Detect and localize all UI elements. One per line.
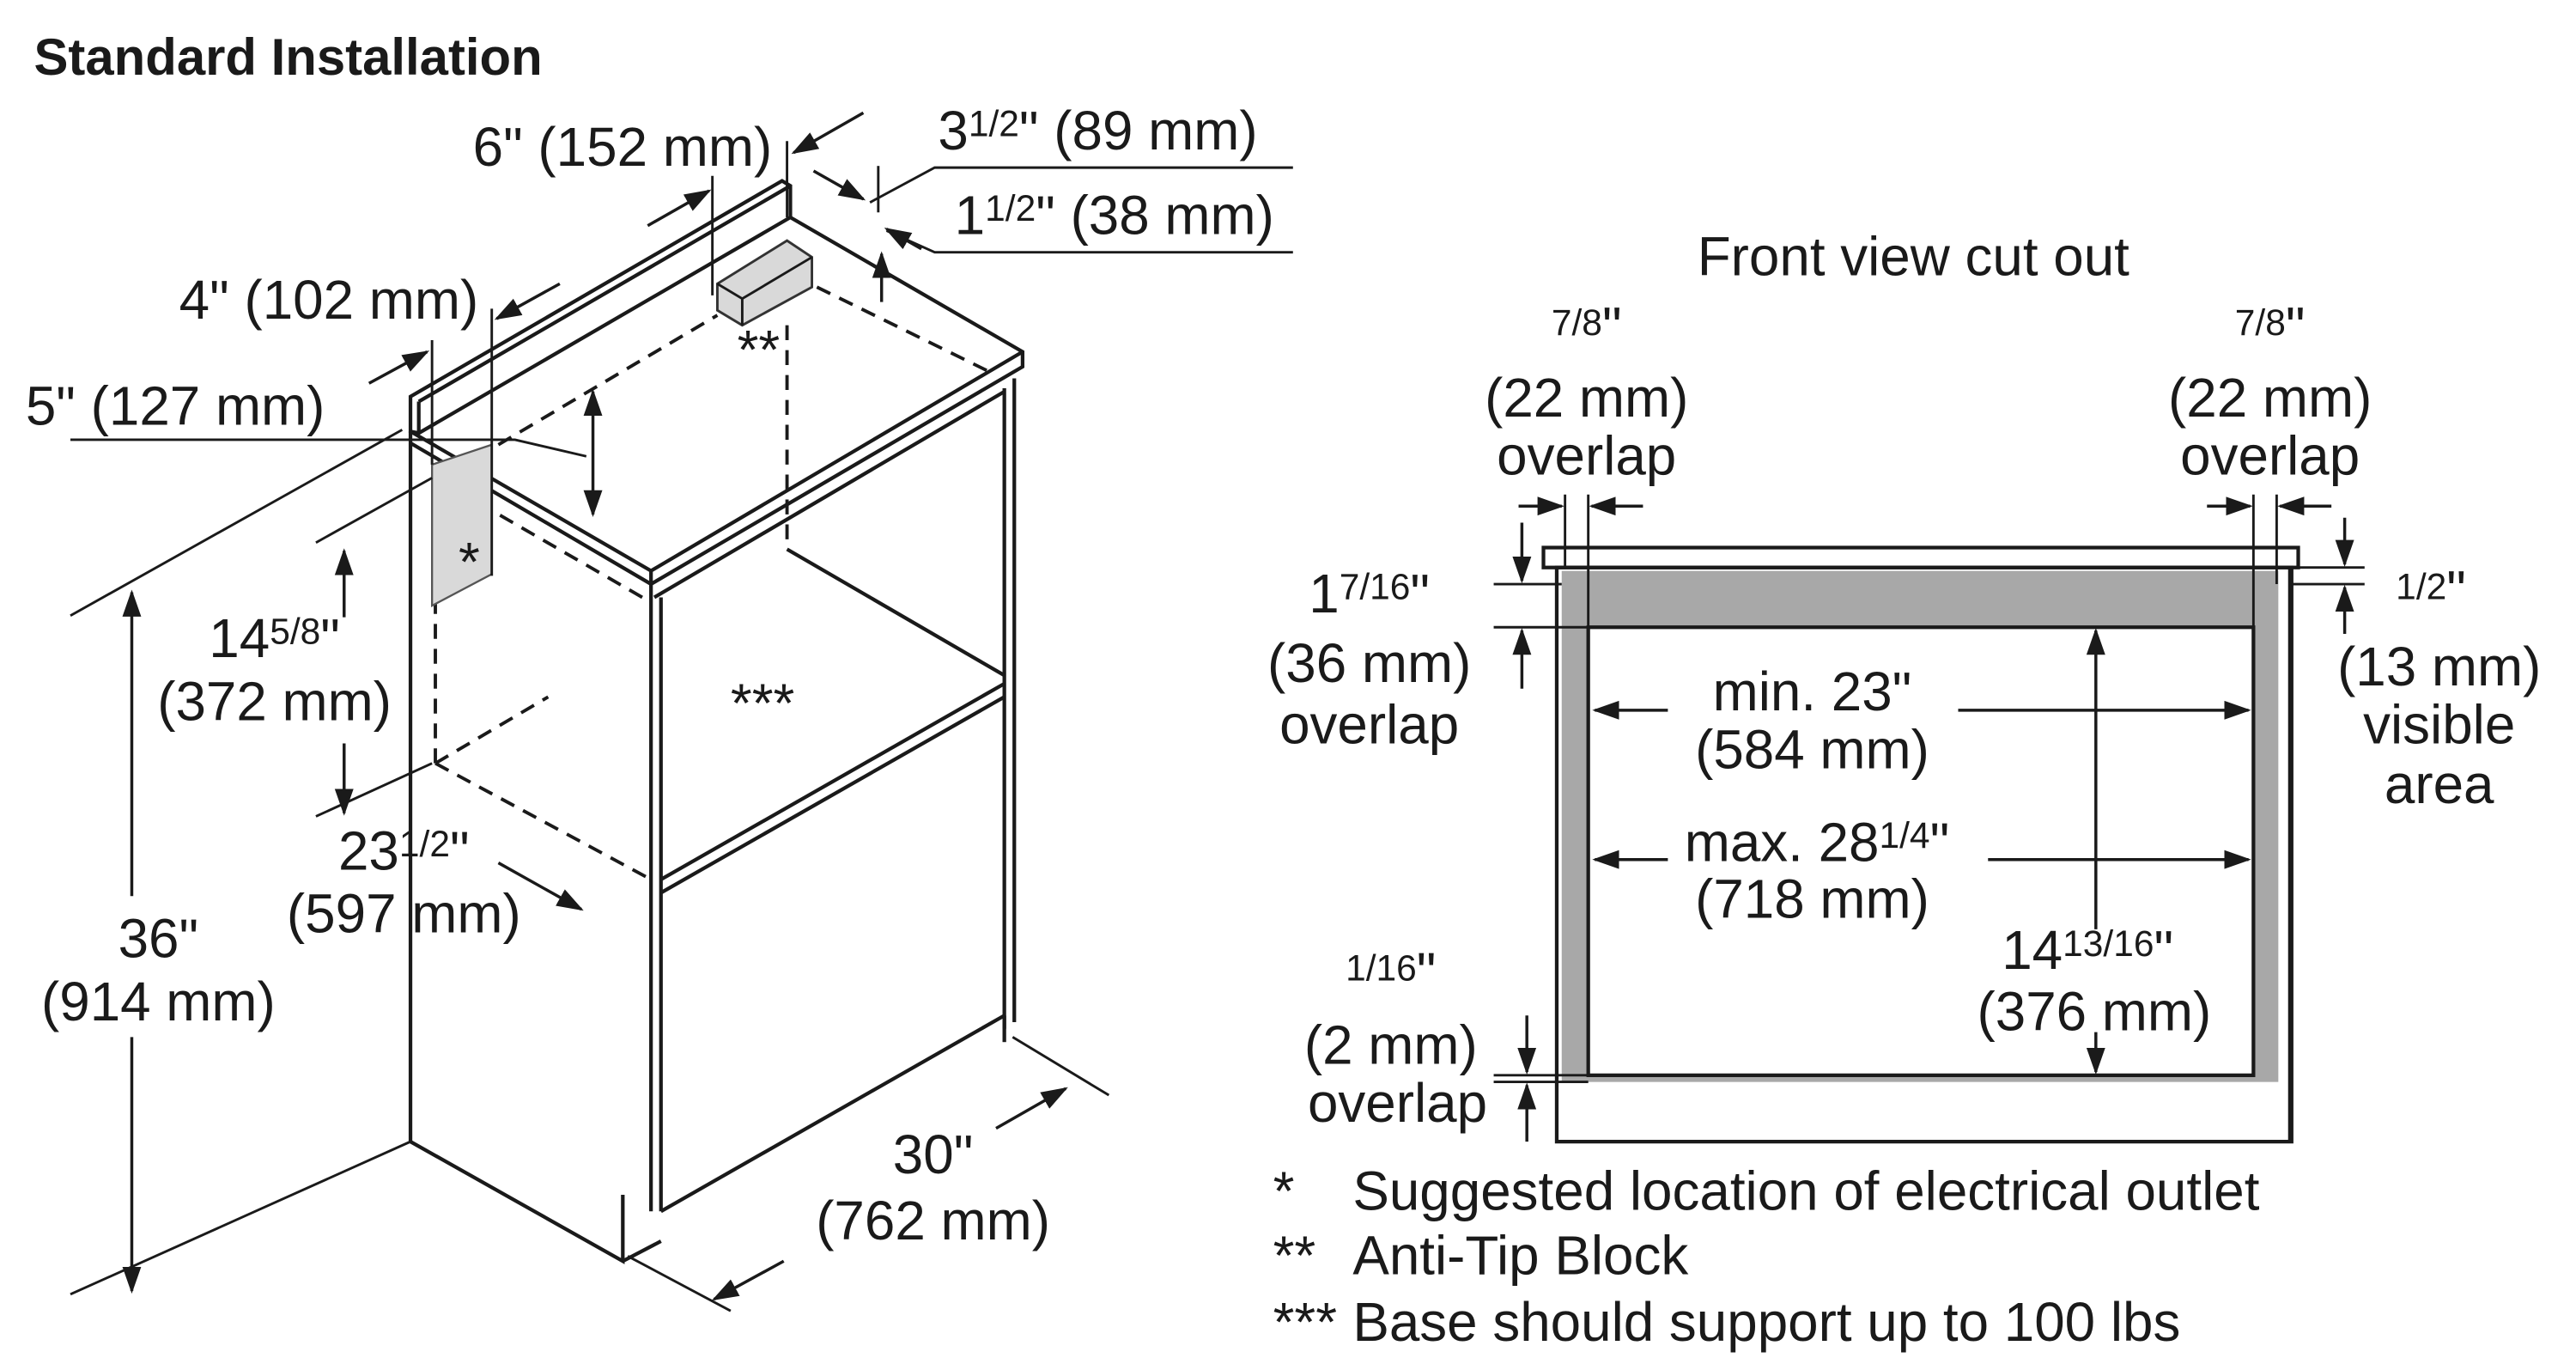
left-overlap-mm: (22 mm) (1485, 367, 1688, 429)
visible-area-fraction: 1/2" (2396, 559, 2466, 621)
cutout-height-mm: (376 mm) (1978, 981, 2212, 1043)
cooktop-rim (1541, 545, 2300, 569)
min-width: min. 23" (1713, 661, 1912, 722)
isometric-cabinet-drawing: * ** *** (26, 100, 1293, 1312)
right-overlap-fraction: 7/8" (2235, 295, 2306, 357)
legend-text: Anti-Tip Block (1352, 1225, 1688, 1287)
dim-14-5-8in-mm: (372 mm) (157, 670, 392, 732)
cutout-opening (1586, 625, 2256, 1077)
top-overlap-mm: (36 mm) (1267, 632, 1471, 694)
dim-6in: 6" (152 mm) (473, 116, 773, 178)
visible-area-mm: (13 mm) (2337, 636, 2541, 697)
legend-mark: *** (1273, 1291, 1337, 1353)
right-overlap-mm: (22 mm) (2168, 367, 2372, 429)
right-overlap-label: overlap (2180, 425, 2360, 487)
dim-1-5in: 11/2" (38 mm) (955, 184, 1274, 246)
base-marker: *** (731, 672, 794, 734)
bottom-overlap-mm: (2 mm) (1304, 1014, 1478, 1075)
bottom-overlap-label: overlap (1308, 1072, 1487, 1134)
min-width-mm: (584 mm) (1695, 718, 1929, 780)
max-width-mm: (718 mm) (1695, 868, 1929, 929)
legend-text: Base should support up to 100 lbs (1352, 1291, 2180, 1353)
dim-30in: 30" (893, 1123, 974, 1185)
dim-23-5in-mm: (597 mm) (287, 883, 521, 945)
legend: * Suggested location of electrical outle… (1273, 1160, 2260, 1353)
dim-5in: 5" (127 mm) (26, 375, 325, 437)
dim-3-5in: 31/2" (89 mm) (938, 100, 1257, 161)
anti-tip-marker: ** (738, 319, 781, 381)
dim-30in-mm: (762 mm) (816, 1190, 1050, 1251)
visible-area-label: visible (2363, 693, 2515, 755)
dim-23-5in: 231/2" (338, 819, 470, 881)
left-overlap-fraction: 7/8" (1552, 295, 1622, 357)
dim-36in: 36" (118, 908, 199, 970)
dim-4in: 4" (102 mm) (179, 269, 479, 331)
overlap-gray-area (1561, 570, 2279, 1082)
legend-mark: * (1273, 1160, 1295, 1221)
outlet-marker: * (459, 531, 480, 593)
visible-area-label-2: area (2385, 753, 2494, 815)
top-overlap-fraction: 17/16" (1309, 563, 1430, 624)
dim-36in-mm: (914 mm) (41, 971, 276, 1032)
legend-mark: ** (1273, 1225, 1316, 1287)
top-overlap-label: overlap (1279, 693, 1459, 755)
page-title: Standard Installation (34, 28, 543, 86)
bottom-overlap-fraction: 1/16" (1346, 941, 1436, 1002)
front-view-title: Front view cut out (1698, 226, 2129, 288)
front-view-cutout: Front view cut out 7/8" (22 mm) overlap … (1267, 226, 2541, 1144)
left-overlap-label: overlap (1497, 425, 1676, 487)
dim-14-5-8in: 145/8" (209, 607, 340, 669)
cutout-height: 1413/16" (2002, 919, 2173, 981)
max-width: max. 281/4" (1685, 812, 1950, 874)
legend-text: Suggested location of electrical outlet (1352, 1160, 2259, 1221)
